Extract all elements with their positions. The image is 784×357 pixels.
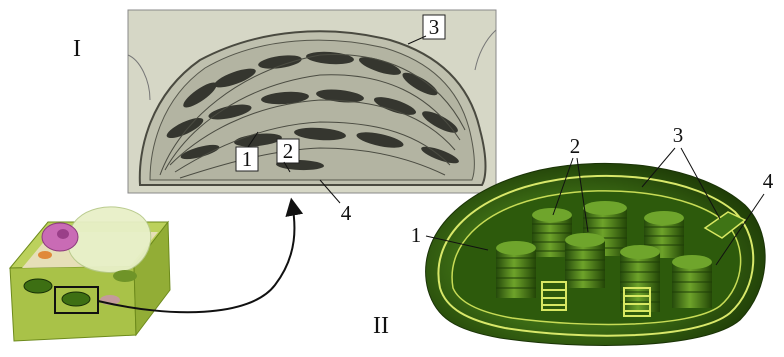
micrograph-panel: 1 2 3 4: [128, 10, 496, 225]
chloroplast-label-2: 2: [570, 134, 581, 158]
panel-roman-I: I: [73, 36, 81, 62]
micrograph-label-1: 1: [236, 147, 258, 171]
svg-text:1: 1: [242, 147, 253, 171]
micrograph-label-4: 4: [341, 201, 352, 225]
svg-text:2: 2: [283, 139, 294, 163]
svg-text:3: 3: [429, 15, 440, 39]
plant-cell-illustration: [10, 207, 170, 341]
chloroplast-label-4: 4: [763, 169, 774, 193]
micrograph-label-3: 3: [423, 15, 445, 39]
panel-roman-II: II: [373, 313, 389, 339]
chloroplast-label-3: 3: [673, 123, 684, 147]
micrograph-label-2: 2: [277, 139, 299, 163]
chloroplast-label-1: 1: [411, 223, 422, 247]
